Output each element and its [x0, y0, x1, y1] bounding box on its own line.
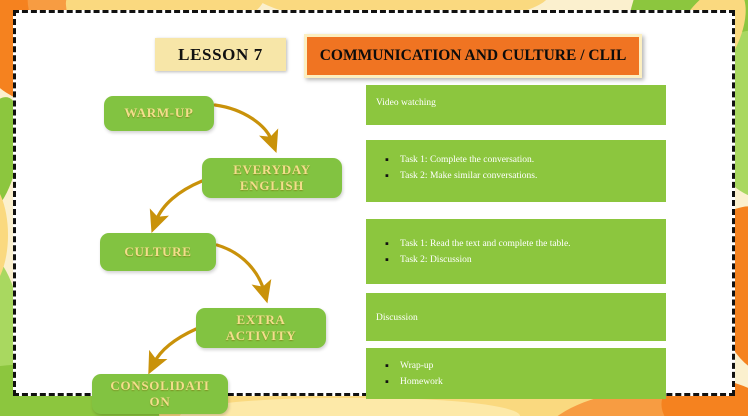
arrow-2	[149, 179, 204, 233]
content-panel-extra-activity: Discussion	[366, 293, 666, 341]
panel-bullet-list: Task 1: Read the text and complete the t…	[376, 237, 656, 269]
list-item: Task 1: Complete the conversation.	[376, 153, 656, 169]
deco-blob-bottommid-lyellow	[180, 398, 520, 416]
panel-bullet-list: Wrap-up Homework	[376, 359, 656, 391]
flow-step-label: CULTURE	[124, 243, 192, 259]
arrow-3	[215, 243, 272, 304]
arrow-1	[213, 103, 279, 153]
page-inner: LESSON 7 COMMUNICATION AND CULTURE / CLI…	[16, 13, 732, 414]
arrow-4	[148, 327, 198, 375]
flow-step-consolidation[interactable]: CONSOLIDATI ON	[92, 374, 228, 414]
list-item: Homework	[376, 375, 656, 391]
content-panel-everyday-english: Task 1: Complete the conversation. Task …	[366, 140, 666, 202]
panel-bullet-list: Task 1: Complete the conversation. Task …	[376, 153, 656, 185]
flow-step-label: WARM-UP	[124, 105, 194, 121]
flow-step-label: EXTRA ACTIVITY	[225, 311, 297, 343]
lesson-chip: LESSON 7	[155, 38, 286, 71]
panel-text: Discussion	[376, 313, 418, 323]
deco-blob-left-yellow	[0, 180, 8, 290]
content-panel-culture: Task 1: Read the text and complete the t…	[366, 219, 666, 284]
list-item: Task 1: Read the text and complete the t…	[376, 237, 656, 253]
list-item: Task 2: Discussion	[376, 253, 656, 269]
page-title: COMMUNICATION AND CULTURE / CLIL	[304, 34, 642, 78]
panel-text: Video watching	[376, 98, 436, 108]
list-item: Wrap-up	[376, 359, 656, 375]
flow-step-culture[interactable]: CULTURE	[100, 233, 216, 271]
flow-step-extra-activity[interactable]: EXTRA ACTIVITY	[196, 308, 326, 348]
page-area: LESSON 7 COMMUNICATION AND CULTURE / CLI…	[13, 10, 735, 414]
flow-step-label: EVERYDAY ENGLISH	[233, 161, 311, 193]
flow-step-warm-up[interactable]: WARM-UP	[104, 96, 214, 131]
flow-step-label: CONSOLIDATI ON	[110, 377, 210, 409]
list-item: Task 2: Make similar conversations.	[376, 169, 656, 185]
content-panel-warm-up: Video watching	[366, 85, 666, 125]
content-panel-consolidation: Wrap-up Homework	[366, 348, 666, 399]
flow-step-everyday-english[interactable]: EVERYDAY ENGLISH	[202, 158, 342, 198]
